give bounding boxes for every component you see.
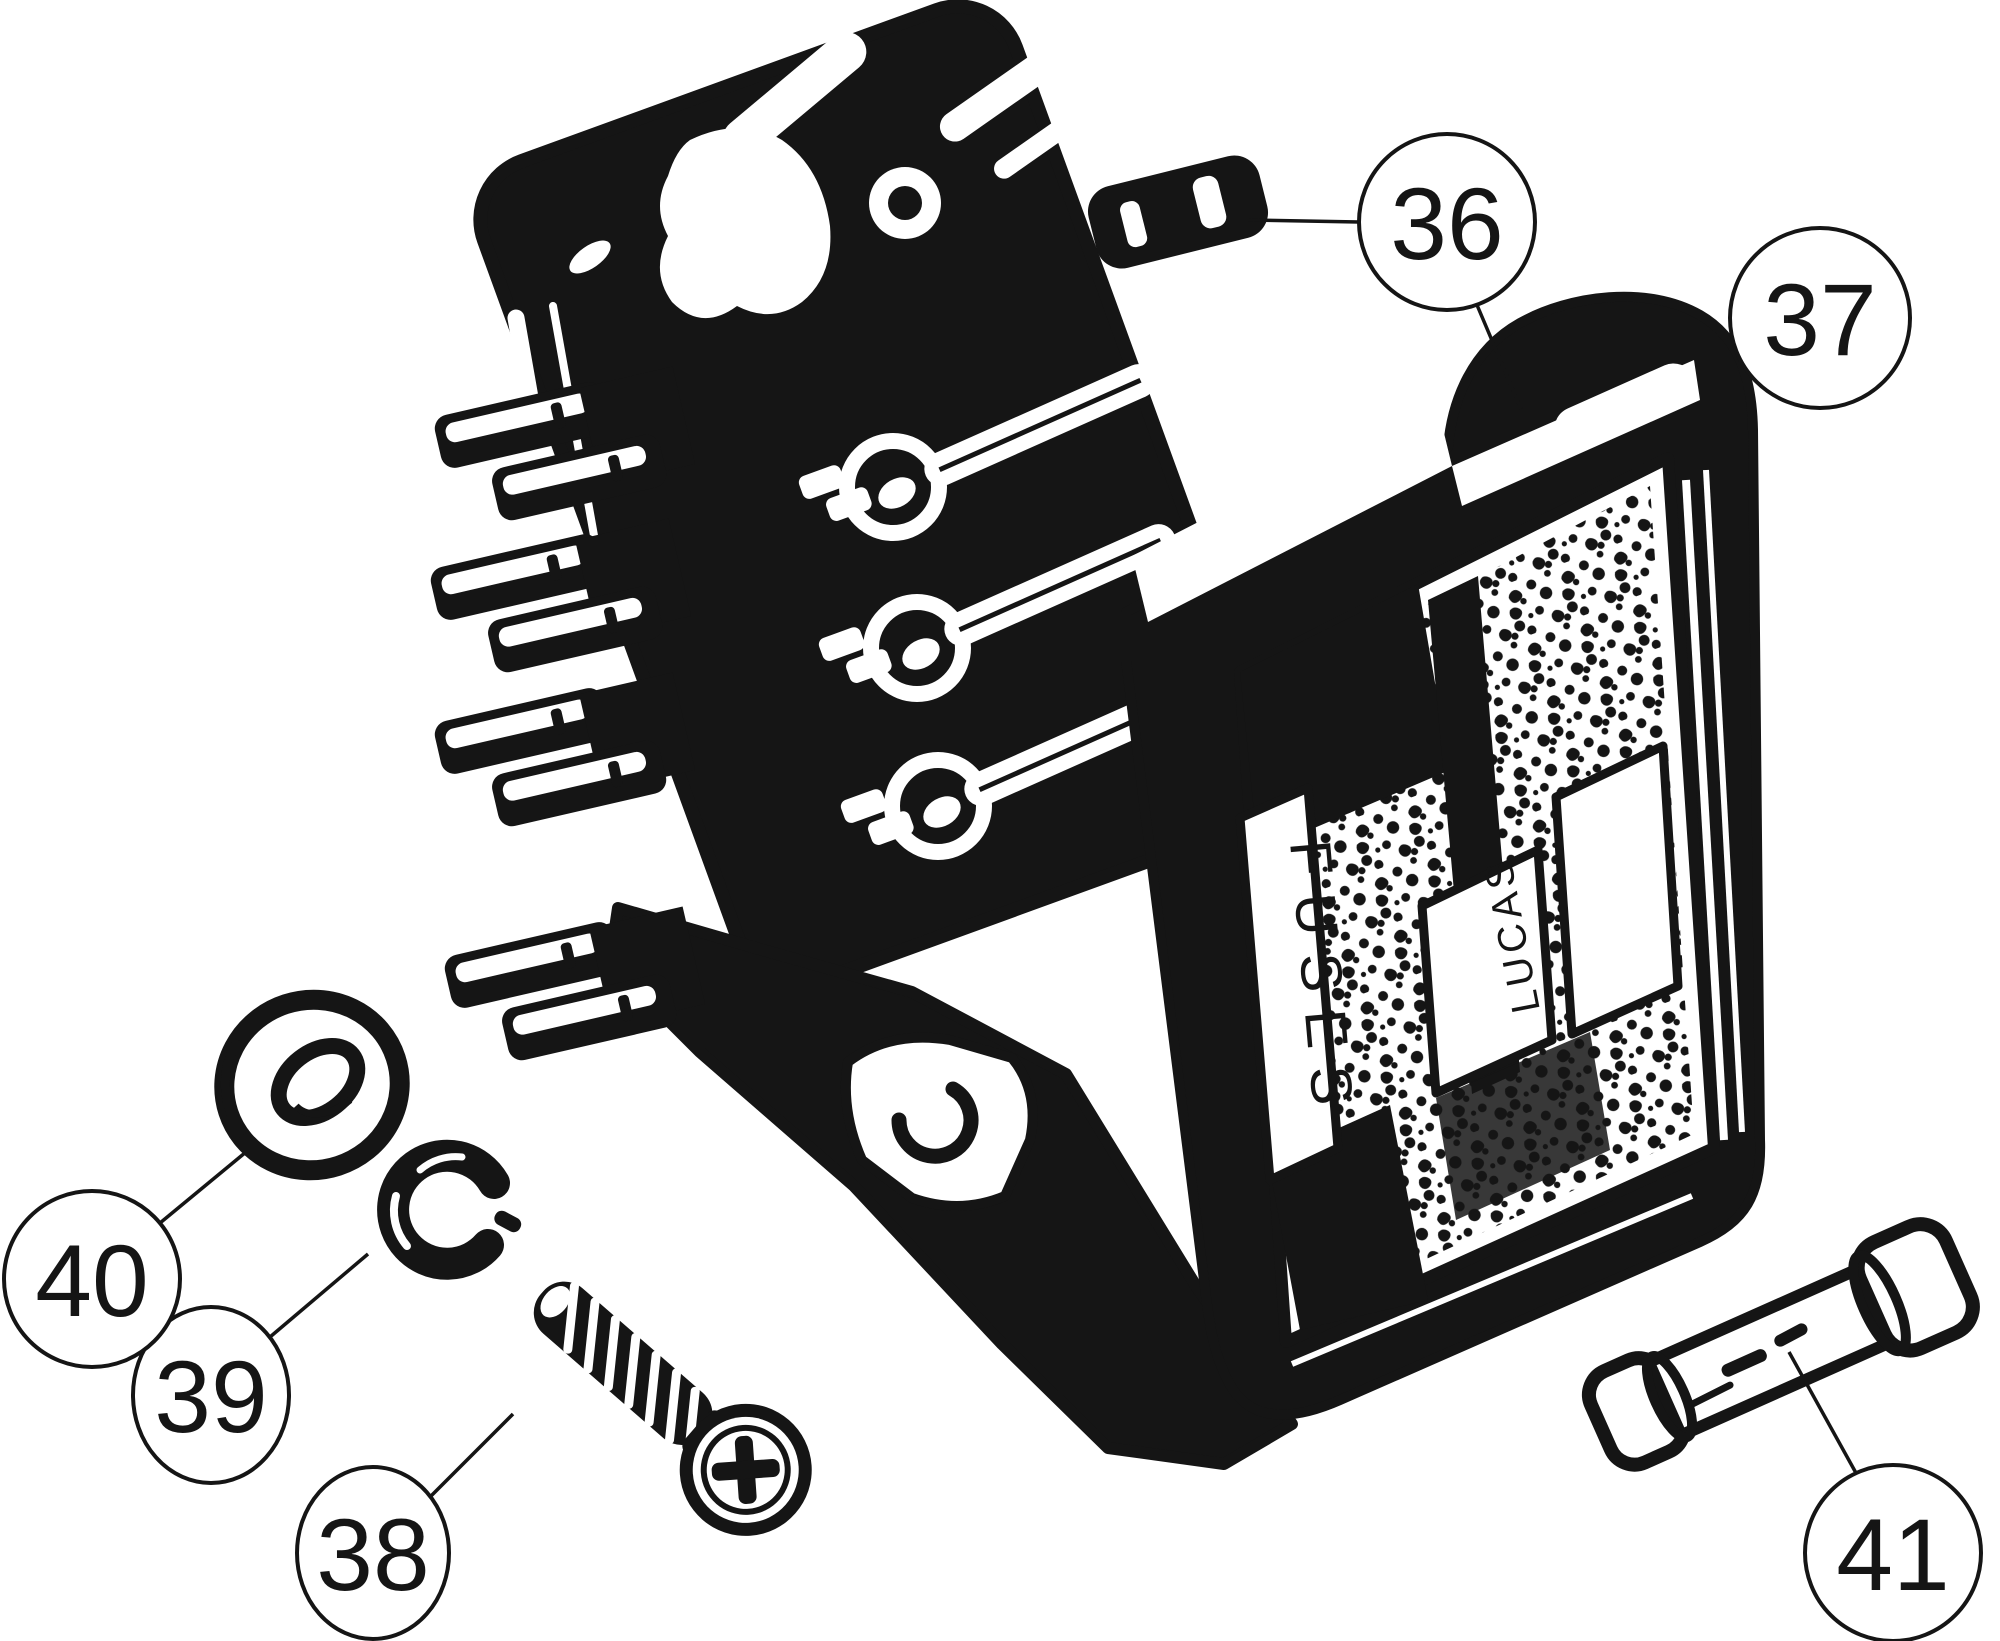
fuse-strap [924, 364, 1156, 486]
callout-circle-41 [1803, 1463, 1983, 1641]
callout-circle-38 [295, 1465, 451, 1641]
spring-washer-split-end [494, 1210, 522, 1233]
callout-number-41: 41 [1836, 1498, 1949, 1612]
callout-number-39: 39 [154, 1340, 267, 1454]
leader-line-37 [1661, 375, 1754, 454]
terminal-pair [434, 672, 696, 827]
cover-hump-slot [1554, 363, 1696, 451]
callout-40: 40 [2, 1150, 248, 1369]
callout-37: 37 [1661, 226, 1912, 454]
base-mount-hole [888, 186, 922, 220]
cover-edge-highlight [1682, 479, 1728, 1141]
spring-clips [798, 465, 914, 845]
fuse-element [1688, 1323, 1808, 1408]
cover-shading [1240, 584, 1450, 852]
screw-shank [533, 1281, 713, 1445]
cover-lucas-panels: LUCAS [1417, 741, 1683, 1098]
fuse-box-base [430, 0, 1307, 1470]
terminal-pair [434, 366, 696, 521]
leader-line-38 [429, 1412, 515, 1498]
fuse-end-cap-right [1850, 1217, 1980, 1358]
screw [533, 1281, 812, 1536]
fuse-box-cover: FUSES LUCAS [1121, 291, 1766, 1420]
callout-circle-40 [2, 1189, 182, 1369]
fuse-cap-joint [1848, 1250, 1911, 1357]
washer-hole-shade [293, 1097, 353, 1118]
terminal-pairs [430, 366, 706, 1061]
callouts: 36 37 38 39 40 41 [2, 132, 1983, 1641]
cover-bottom-highlight [1290, 1193, 1694, 1367]
spring-washer-highlight [390, 1192, 411, 1250]
callout-39: 39 [131, 1252, 370, 1485]
lucas-panel-upper [1551, 741, 1683, 1039]
leader-line-36b [1475, 304, 1523, 410]
fuse-strap [944, 524, 1176, 646]
terminal-pair [430, 518, 692, 673]
callout-circle-37 [1728, 226, 1912, 410]
cover-shading [1436, 1032, 1610, 1220]
cover-edge-highlight [1703, 469, 1745, 1133]
base-top-terminal [1087, 155, 1269, 269]
phillips-cross-icon [711, 1435, 780, 1504]
spring-clip [798, 465, 872, 521]
spring-clip [818, 627, 892, 683]
leader-line-36a [1248, 218, 1360, 224]
base-top-highlight [694, 82, 816, 188]
callout-number-37: 37 [1763, 263, 1876, 377]
spring-washer-highlight [416, 1153, 466, 1174]
terminal-pair [444, 906, 706, 1061]
callout-41: 41 [1787, 1351, 1983, 1641]
base-ear-hole [891, 1081, 979, 1164]
screw-head [679, 1403, 812, 1536]
fuse-ring [884, 752, 992, 860]
callout-circle-36 [1357, 132, 1537, 312]
callout-number-38: 38 [316, 1498, 429, 1612]
lucas-panel-lower [1417, 845, 1557, 1098]
fuse-holder-rings [839, 433, 992, 860]
base-mount-ear [840, 1032, 1038, 1211]
callout-number-40: 40 [35, 1224, 148, 1338]
screw-tip-highlight [540, 1286, 571, 1318]
callout-36: 36 [1248, 132, 1537, 410]
spring-washer [377, 1139, 522, 1280]
leader-line-40 [158, 1150, 248, 1225]
spring-clip [840, 789, 914, 845]
leader-line-39 [268, 1252, 370, 1339]
fuse-ring [839, 433, 947, 541]
fuse-ring [863, 594, 971, 702]
callout-number-36: 36 [1390, 167, 1503, 281]
washer-sketch-line [220, 1037, 247, 1138]
screw-threads [563, 1281, 700, 1459]
cover-top-face [1132, 400, 1452, 622]
fuse-cap-joint [1641, 1351, 1698, 1443]
base-top-highlight [939, 48, 1061, 142]
callout-38: 38 [295, 1412, 515, 1641]
callout-circle-39 [131, 1305, 291, 1485]
base-corner-highlight [569, 240, 611, 274]
cartridge-fuse [1581, 1217, 1980, 1472]
flat-washer [214, 989, 410, 1181]
leader-line-41 [1787, 1351, 1858, 1474]
edge-clip [1164, 351, 1245, 404]
base-top-highlight [994, 101, 1096, 179]
